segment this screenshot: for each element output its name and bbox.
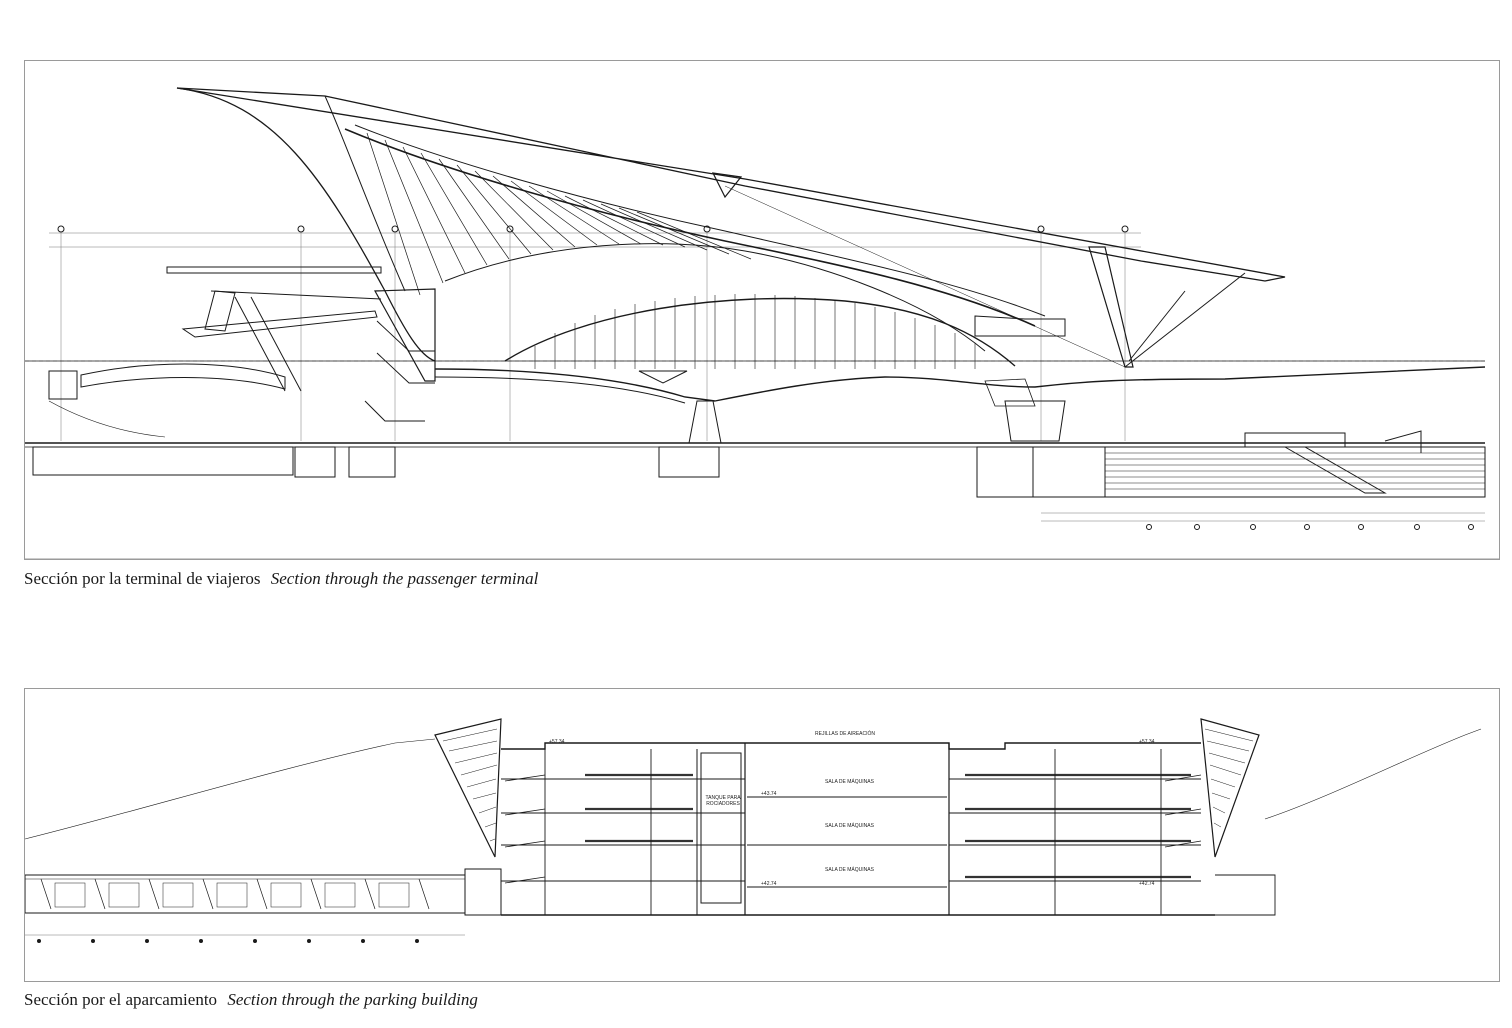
terminal-section-caption: Sección por la terminal de viajeros Sect… (24, 569, 538, 589)
machine-room-label-1: Sala de máquinas (825, 779, 874, 785)
terminal-caption-spanish: Sección por la terminal de viajeros (24, 569, 261, 588)
machine-room-label-3: Sala de máquinas (825, 867, 874, 873)
parking-section-drawing: Rejillas de aireación Tanque para rociad… (24, 688, 1500, 982)
level-marker-left: +57.34 (549, 739, 565, 745)
terminal-section-svg (25, 87, 1499, 559)
parking-section-caption: Sección por el aparcamiento Section thro… (24, 990, 478, 1010)
terminal-section-drawing (24, 60, 1500, 560)
level-marker-mid: +43.74 (761, 791, 777, 797)
level-marker-base-right: +42.74 (1139, 881, 1155, 887)
terminal-caption-english: Section through the passenger terminal (270, 569, 539, 588)
sprinkler-tank-label: Tanque para rociadores (705, 795, 741, 807)
level-marker-base: +42.74 (761, 881, 777, 887)
ventilation-grille-label: Rejillas de aireación (815, 731, 876, 737)
parking-section-svg (25, 718, 1482, 943)
machine-room-label-2: Sala de máquinas (825, 823, 874, 829)
level-marker-right: +57.34 (1139, 739, 1155, 745)
parking-caption-english: Section through the parking building (227, 990, 478, 1009)
parking-caption-spanish: Sección por el aparcamiento (24, 990, 218, 1009)
